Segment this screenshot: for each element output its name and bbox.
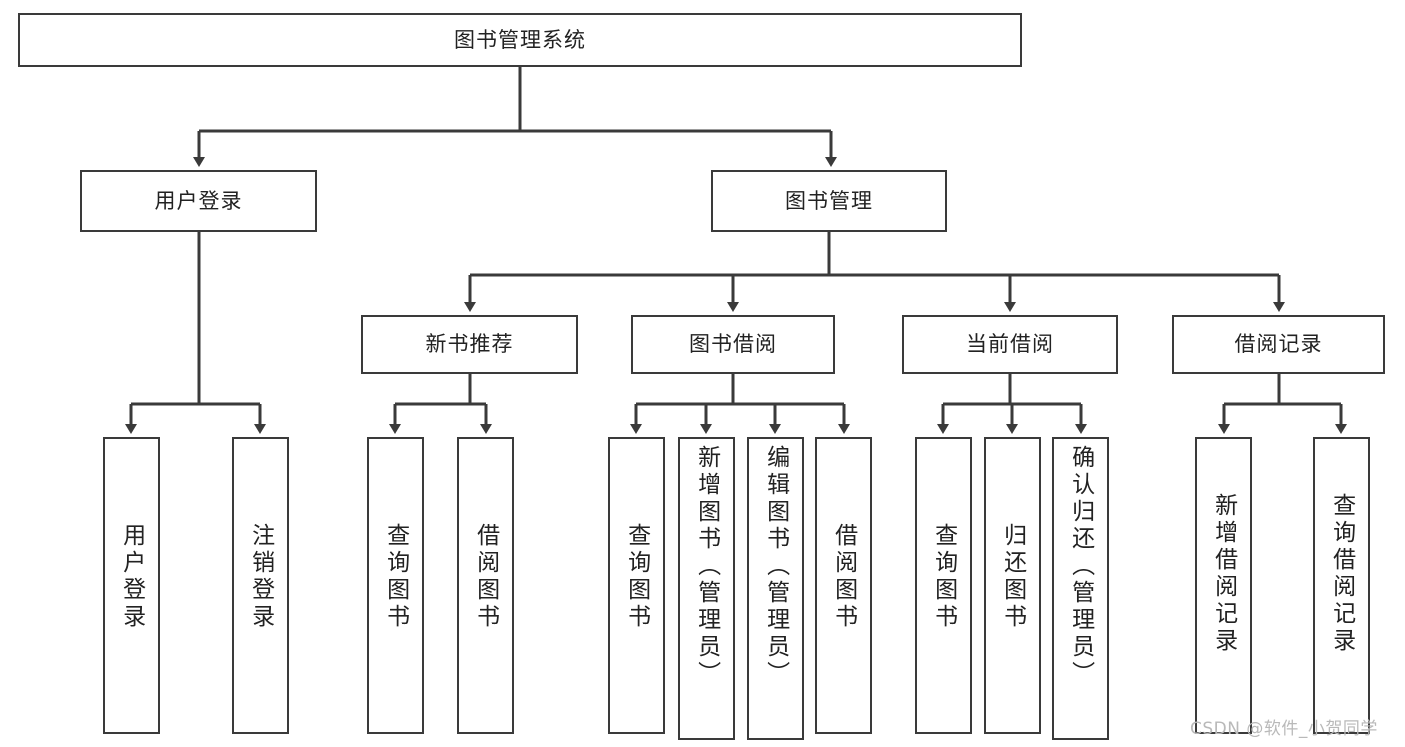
leaf-borrow-book[interactable]: 借阅图书 [815, 437, 872, 734]
leaf-return-book[interactable]: 归还图书 [984, 437, 1041, 734]
node-label: 图书管理 [785, 188, 873, 213]
leaf-query-book-recommend[interactable]: 查询图书 [367, 437, 424, 734]
leaf-add-borrow-record[interactable]: 新增借阅记录 [1195, 437, 1252, 734]
node-label: 当前借阅 [966, 332, 1054, 357]
leaf-borrow-book-recommend[interactable]: 借阅图书 [457, 437, 514, 734]
node-label: 编辑图书（管理员） [762, 445, 789, 688]
node-label: 用户登录 [118, 523, 145, 631]
node-label: 查询图书 [382, 523, 409, 631]
leaf-logout[interactable]: 注销登录 [232, 437, 289, 734]
node-book-management[interactable]: 图书管理 [711, 170, 947, 232]
node-label: 图书借阅 [689, 332, 777, 357]
leaf-query-book-current[interactable]: 查询图书 [915, 437, 972, 734]
leaf-add-book-admin[interactable]: 新增图书（管理员） [678, 437, 735, 740]
csdn-watermark: CSDN @软件_小贺同学 [1190, 719, 1378, 739]
node-root[interactable]: 图书管理系统 [18, 13, 1022, 67]
leaf-confirm-return-admin[interactable]: 确认归还（管理员） [1052, 437, 1109, 740]
node-label: 用户登录 [154, 188, 243, 213]
leaf-query-borrow-record[interactable]: 查询借阅记录 [1313, 437, 1370, 734]
node-label: 注销登录 [247, 523, 274, 631]
leaf-edit-book-admin[interactable]: 编辑图书（管理员） [747, 437, 804, 740]
node-label: 查询图书 [623, 523, 650, 631]
node-borrow-record[interactable]: 借阅记录 [1172, 315, 1385, 374]
leaf-user-login[interactable]: 用户登录 [103, 437, 160, 734]
node-label: 新书推荐 [425, 332, 514, 357]
node-label: 确认归还（管理员） [1067, 445, 1094, 688]
node-label: 借阅记录 [1234, 332, 1323, 357]
node-label: 新增借阅记录 [1210, 493, 1237, 655]
node-label: 借阅图书 [830, 523, 857, 631]
node-user-login[interactable]: 用户登录 [80, 170, 317, 232]
node-label: 借阅图书 [472, 523, 499, 631]
leaf-query-book-borrow[interactable]: 查询图书 [608, 437, 665, 734]
node-current-borrow[interactable]: 当前借阅 [902, 315, 1118, 374]
node-label: 新增图书（管理员） [693, 445, 720, 688]
node-new-book-recommend[interactable]: 新书推荐 [361, 315, 578, 374]
node-label: 归还图书 [999, 523, 1026, 631]
node-label: 图书管理系统 [454, 27, 586, 52]
node-book-borrow[interactable]: 图书借阅 [631, 315, 835, 374]
node-label: 查询图书 [930, 523, 957, 631]
node-label: 查询借阅记录 [1328, 493, 1355, 655]
